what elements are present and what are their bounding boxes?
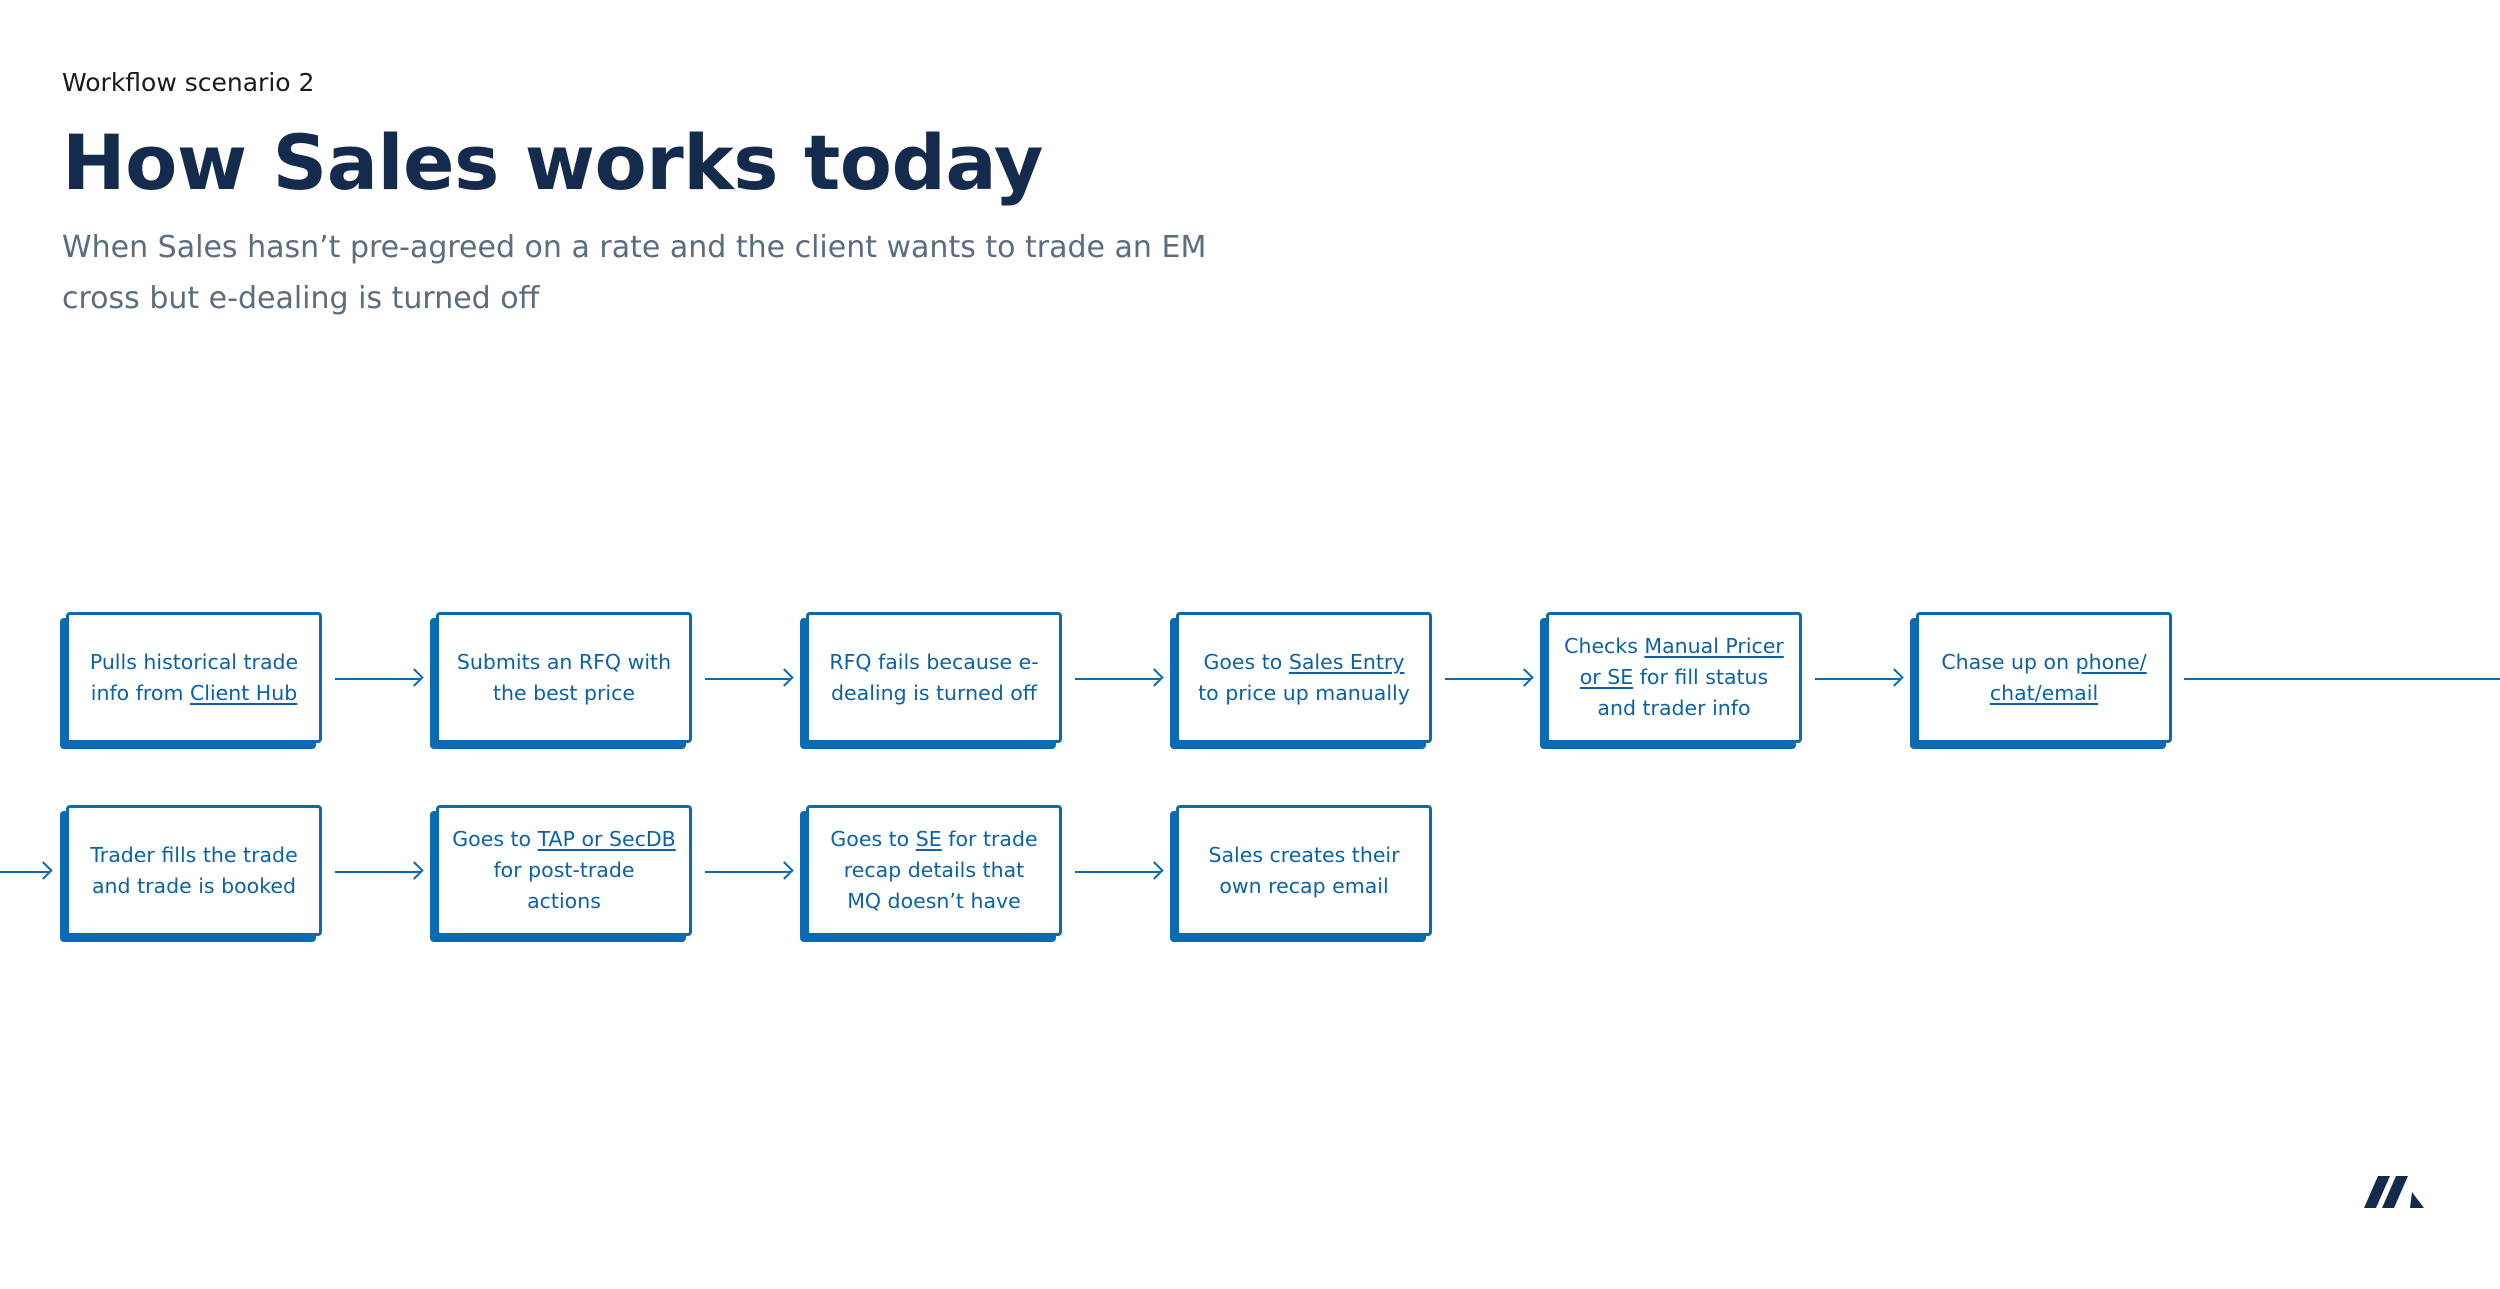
step-text-line: to price up manually [1198, 678, 1410, 709]
step-box-6: Chase up on phone/chat/email [1916, 612, 2172, 743]
step-text: Pulls historical trade info from Client H… [90, 647, 298, 709]
step-text-run: the best price [492, 680, 636, 705]
step-text-line: Pulls historical trade [90, 647, 298, 678]
step-link-text: SE [915, 827, 942, 851]
arrow-continue-7 [0, 860, 53, 884]
step-text-line: actions [452, 886, 675, 917]
step-text-run: Pulls historical trade [89, 649, 299, 674]
step-text-line: or SE for fill status [1564, 662, 1784, 693]
step-text-line: Checks Manual Pricer [1564, 631, 1784, 662]
double-slash-logo-icon [2364, 1176, 2424, 1208]
step-text-line: chat/email [1941, 678, 2146, 709]
step-text: Trader fills the trade and trade is booke… [90, 840, 297, 902]
step-text-run: for post-trade [493, 858, 635, 882]
step-text-line: recap details that [830, 855, 1037, 886]
step-text-run: Submits an RFQ with [456, 649, 672, 674]
step-text-run: Chase up on [1941, 649, 2076, 674]
arrow-3-4 [1075, 667, 1164, 691]
page-title: How Sales works today [62, 118, 1043, 207]
step-text-run: and trader info [1597, 696, 1751, 720]
step-link-text: Client Hub [189, 680, 298, 705]
step-text-line: RFQ fails because e- [829, 647, 1038, 678]
step-text-line: for post-trade [452, 855, 675, 886]
arrow-6-continue [2184, 667, 2500, 691]
step-text: RFQ fails because e-dealing is turned of… [829, 647, 1038, 709]
step-text: Sales creates their own recap email [1208, 840, 1399, 902]
step-box-1: Pulls historical trade info from Client H… [66, 612, 322, 743]
step-text-line: info from Client Hub [90, 678, 298, 709]
step-text-line: Sales creates their [1208, 840, 1399, 871]
arrow-1-2 [335, 667, 424, 691]
step-text-line: Submits an RFQ with [457, 647, 671, 678]
arrow-2-3 [705, 667, 794, 691]
step-text-line: Goes to Sales Entry [1198, 647, 1410, 678]
step-text-run: for fill status [1633, 665, 1769, 689]
step-link-text: TAP or SecDB [537, 827, 676, 851]
step-text-line: Trader fills the trade [90, 840, 297, 871]
step-text-run: and trade is booked [91, 873, 296, 898]
step-text: Submits an RFQ with the best price [457, 647, 671, 709]
step-link-text: or SE [1579, 665, 1634, 689]
step-text-run: Checks [1564, 634, 1645, 658]
arrow-7-8 [335, 860, 424, 884]
page-subtitle: When Sales hasn’t pre-agreed on a rate a… [62, 230, 1207, 316]
step-link-text: Sales Entry [1288, 649, 1405, 674]
step-text-run: RFQ fails because e- [829, 649, 1039, 674]
step-text-line: dealing is turned off [829, 678, 1038, 709]
step-text-run: actions [527, 889, 601, 913]
step-text-run: for trade [941, 827, 1038, 851]
arrow-4-5 [1445, 667, 1534, 691]
step-text-run: info from [90, 680, 190, 705]
step-link-text: chat/email [1989, 680, 2099, 705]
step-text-run: recap details that [843, 858, 1025, 882]
step-text-run: MQ doesn’t have [847, 889, 1021, 913]
step-text-run: to price up manually [1198, 680, 1410, 705]
step-text-run: Sales creates their [1208, 842, 1400, 867]
step-text-line: the best price [457, 678, 671, 709]
eyebrow-label: Workflow scenario 2 [62, 68, 315, 97]
step-text-run: Goes to [830, 827, 916, 851]
step-text-line: and trade is booked [90, 871, 297, 902]
arrow-5-6 [1815, 667, 1904, 691]
step-text-run: Goes to [452, 827, 538, 851]
step-text-line: own recap email [1208, 871, 1399, 902]
step-text-run: dealing is turned off [831, 680, 1037, 705]
step-box-7: Trader fills the trade and trade is booke… [66, 805, 322, 936]
arrow-8-9 [705, 860, 794, 884]
arrow-9-10 [1075, 860, 1164, 884]
step-text-line: and trader info [1564, 693, 1784, 724]
step-link-text: Manual Pricer [1644, 634, 1784, 658]
step-text-line: Goes to SE for trade [830, 824, 1037, 855]
step-text-run: Trader fills the trade [90, 842, 298, 867]
step-text-line: Goes to TAP or SecDB [452, 824, 675, 855]
step-text-run: Goes to [1203, 649, 1289, 674]
step-text-line: MQ doesn’t have [830, 886, 1037, 917]
step-box-8: Goes to TAP or SecDB for post-trade action… [436, 805, 692, 936]
step-text-run: own recap email [1219, 873, 1389, 898]
step-text: Goes to TAP or SecDB for post-trade action… [452, 824, 675, 917]
step-link-text: phone/ [2075, 649, 2147, 674]
step-box-10: Sales creates their own recap email [1176, 805, 1432, 936]
step-box-3: RFQ fails because e-dealing is turned of… [806, 612, 1062, 743]
step-box-2: Submits an RFQ with the best price [436, 612, 692, 743]
step-text: Chase up on phone/chat/email [1941, 647, 2146, 709]
step-text-line: Chase up on phone/ [1941, 647, 2146, 678]
